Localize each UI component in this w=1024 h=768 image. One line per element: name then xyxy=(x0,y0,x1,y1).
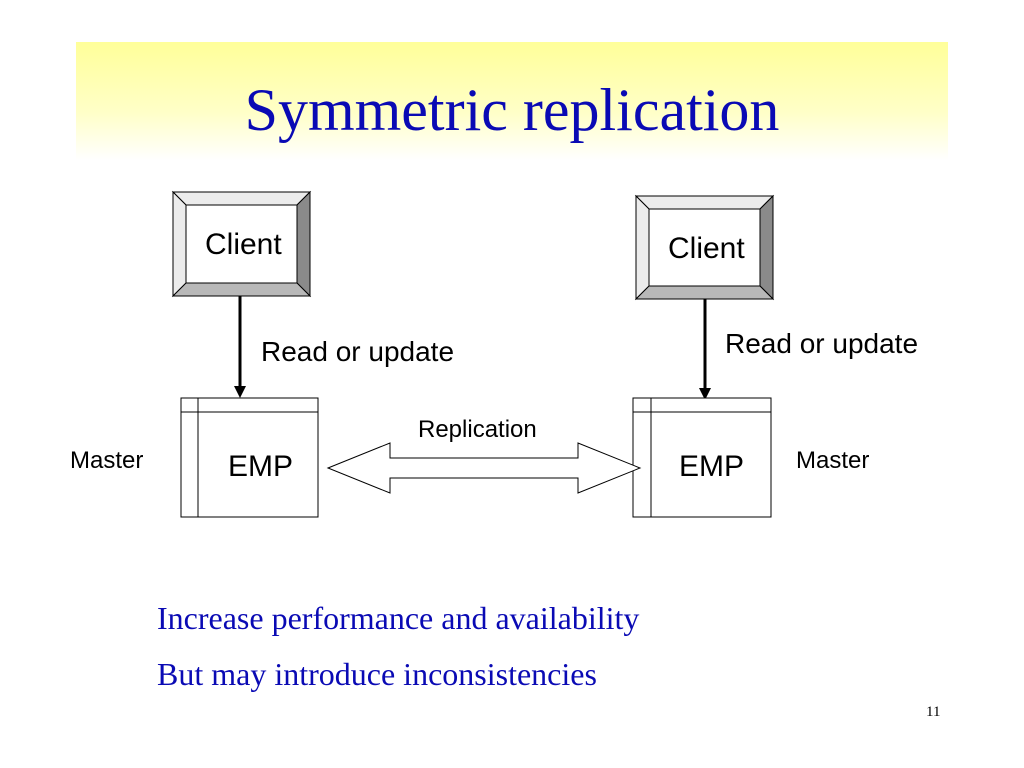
right-emp-label: EMP xyxy=(679,450,745,483)
page-number: 11 xyxy=(926,704,941,720)
bullet-list: Increase performance and availability Bu… xyxy=(157,590,639,702)
left-emp-label: EMP xyxy=(228,450,294,483)
right-master-label: Master xyxy=(796,447,870,474)
right-read-update-label: Read or update xyxy=(725,328,919,359)
right-emp-table xyxy=(632,397,772,518)
left-emp-table xyxy=(180,397,319,518)
left-client-label: Client xyxy=(205,228,282,261)
title-band xyxy=(76,42,948,160)
bullet-item: But may introduce inconsistencies xyxy=(157,656,597,692)
bullet-item: Increase performance and availability xyxy=(157,600,640,636)
replication-double-arrow xyxy=(326,442,642,494)
right-client-label: Client xyxy=(668,232,745,265)
right-client-box xyxy=(634,194,775,301)
replication-label: Replication xyxy=(418,416,537,443)
right-read-update-arrow xyxy=(699,299,711,400)
left-master-label: Master xyxy=(70,447,144,474)
left-read-update-arrow xyxy=(234,296,246,398)
left-client-box xyxy=(171,190,312,298)
left-read-update-label: Read or update xyxy=(261,336,455,367)
slide-title: Symmetric replication xyxy=(244,77,780,143)
